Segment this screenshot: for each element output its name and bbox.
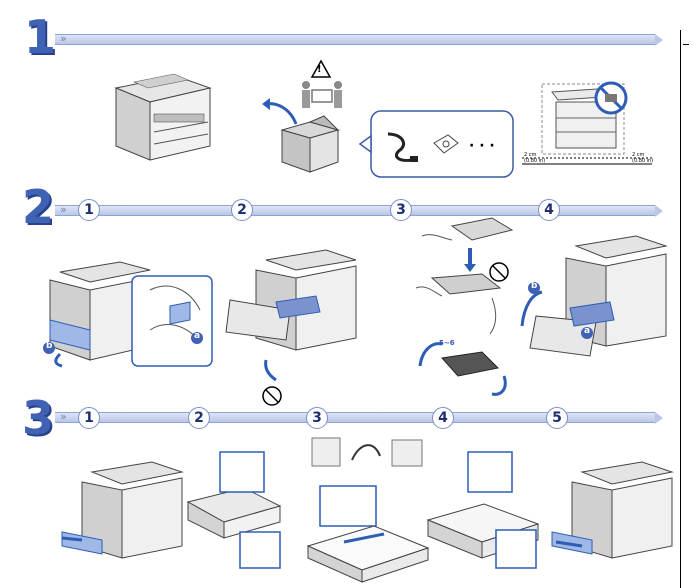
section-2-step-3: 3 — [390, 199, 412, 221]
unpack-arrow — [262, 98, 298, 125]
page-border — [680, 30, 681, 588]
section-3-step-2-illustration — [186, 451, 282, 569]
section-1-band — [55, 34, 663, 46]
no-touch-icon — [262, 386, 282, 406]
section-3-step-2: 2 — [188, 407, 210, 429]
callout-a-circle — [191, 332, 203, 344]
section-3-step-5-illustration — [551, 461, 674, 559]
callout-a-label: a — [194, 331, 201, 341]
cd-icon — [433, 134, 459, 154]
page-border-tick — [683, 44, 689, 45]
clearance-left-label: 2 cm (0.80 in) — [524, 152, 546, 164]
clearance-right-label: 2 cm (0.80 in) — [632, 152, 654, 164]
section-2-step-3-illustration — [415, 217, 514, 396]
section-number-3: 3 — [22, 391, 55, 445]
section-2-step-1-illustration — [49, 261, 213, 368]
section-3-chevron: » — [60, 410, 67, 423]
section-2-step-1: 1 — [78, 199, 100, 221]
warning-icon — [310, 59, 332, 78]
box-illustration — [280, 115, 340, 173]
section-2-step-4: 4 — [538, 199, 560, 221]
section-3-step-4: 4 — [432, 407, 454, 429]
no-stack-icon — [594, 81, 628, 115]
section-2-chevron: » — [60, 203, 67, 216]
section-3-band — [55, 412, 663, 424]
callout-b-circle — [43, 342, 55, 354]
accessories-dots: · · · — [469, 138, 495, 154]
section-number-1: 1 — [24, 10, 57, 64]
section-2-step-2: 2 — [231, 199, 253, 221]
callout-a-label-2: a — [584, 326, 591, 336]
shake-label: 5~6 — [439, 339, 455, 347]
section-2-step-4-illustration — [520, 235, 668, 357]
section-3-step-3: 3 — [306, 407, 328, 429]
no-touch-icon-2 — [489, 262, 509, 282]
callout-a-circle-2 — [581, 327, 593, 339]
lifting-people-icon — [302, 81, 342, 108]
callout-b-label: b — [46, 341, 53, 351]
printer-illustration — [114, 73, 212, 161]
section-1-chevron: » — [60, 32, 67, 45]
section-3-step-3-illustration — [306, 437, 430, 583]
section-2-step-2-illustration — [225, 249, 357, 382]
section-3-step-1-illustration — [61, 461, 184, 559]
section-number-2: 2 — [22, 180, 55, 234]
callout-b-circle-2 — [528, 282, 540, 294]
section-2-band — [55, 205, 663, 217]
section-3-step-5: 5 — [546, 407, 568, 429]
section-3-step-4-illustration — [426, 451, 540, 569]
callout-b-label-2: b — [531, 281, 538, 291]
power-cord-icon — [387, 132, 418, 162]
section-3-step-1: 1 — [78, 407, 100, 429]
warning-symbol: ! — [317, 64, 322, 75]
